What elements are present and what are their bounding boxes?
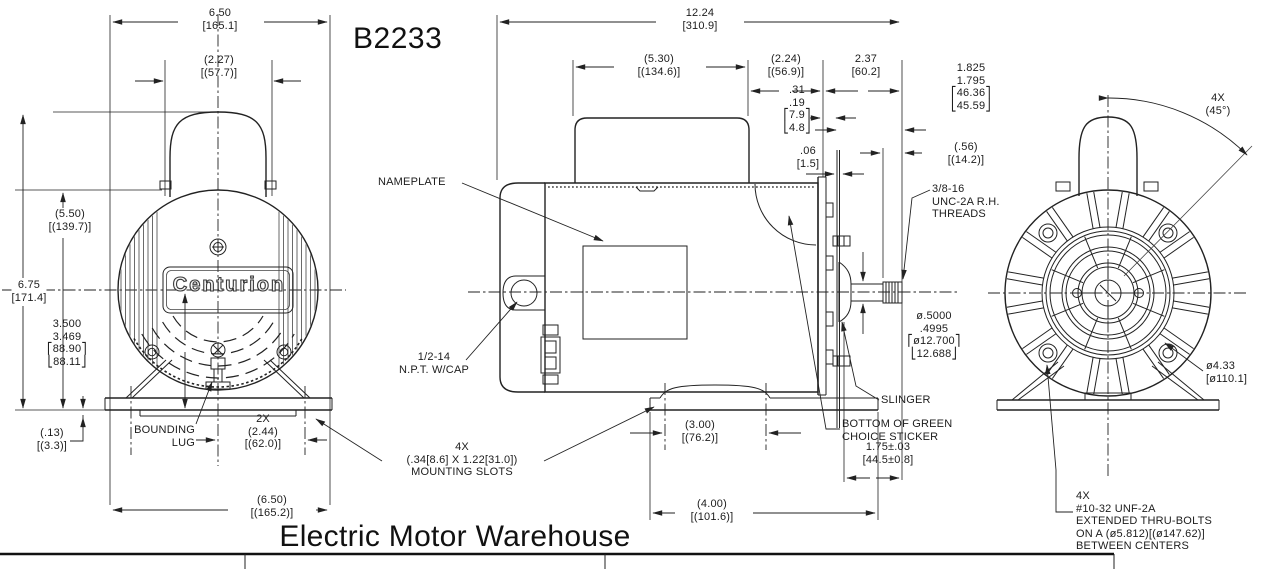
dim-side-shaft-len: 1.75±.03 [44.5±0.8] [862,441,914,466]
dim-side-sticker-gap: .06 [1.5] [796,145,820,170]
front-view-outline [2,14,346,466]
label-sticker-bottom: BOTTOM OF GREEN CHOICE STICKER [842,418,953,443]
dim-side-length-overall: 12.24 [310.9] [682,7,718,32]
dim-side-thread-len: (.56) [(14.2)] [947,141,985,166]
dim-side-plate: .31 .19 ⎡7.9⎤ ⎣4.8⎦ [783,84,811,134]
dim-front-height-overall: 6.75 [171.4] [11,279,47,304]
extension-lines [15,15,902,520]
dim-front-pad: (.13) [(3.3)] [36,427,68,452]
watermark: Electric Motor Warehouse [279,520,631,553]
dimension-lines [20,19,926,516]
drawing-number: B2233 [353,22,443,55]
label-nameplate: NAMEPLATE [378,176,446,188]
dim-side-body: (5.30) [(134.6)] [637,53,681,78]
label-npt: 1/2-14 N.P.T. W/CAP [398,351,470,376]
dim-side-shaft-dia: ø.5000 .4995 ⎡ø12.700⎤ ⎣12.688⎦ [907,310,961,360]
label-thru-bolts: 4X #10-32 UNF-2A EXTENDED THRU-BOLTS ON … [1076,490,1213,552]
table-grid [0,554,1114,569]
dim-rear-fan-dia: ø4.33 [ø110.1] [1206,360,1248,385]
label-mounting-slots: 4X (.34[8.6] X 1.22[31.0]) MOUNTING SLOT… [406,441,518,478]
dim-side-rear: (2.24) [(56.9)] [767,53,805,78]
label-bounding-lug: BOUNDING LUG [134,424,195,449]
leader-lines [70,183,1203,512]
label-threads: 3/8-16 UNC-2A R.H. THREADS [932,183,1000,220]
dim-front-cap-width: (2.27) [(57.7)] [200,54,238,79]
dim-side-foot-slot: (3.00) [(76.2)] [681,419,719,444]
centurion-logo: Centurion [172,274,286,296]
dim-front-width-top: 6.50 [165.1] [202,7,238,32]
dim-side-base-len: (4.00) [(101.6)] [690,498,734,523]
dim-front-base-width: (6.50) [(165.2)] [250,494,294,519]
dim-rear-angle: 4X (45°) [1205,92,1231,117]
label-slinger: SLINGER [881,394,931,406]
rear-fan-ribs [1007,192,1209,394]
dim-front-shaft-height: 3.500 3.469 ⎡88.90⎤ ⎣88.11⎦ [47,318,87,368]
dim-side-shaft-total: 2.37 [60.2] [851,53,881,78]
dim-side-shaft-ext: 1.825 1.795 ⎡46.36⎤ ⎣45.59⎦ [951,62,991,112]
dim-front-slot-pitch: 2X (2.44) [(62.0)] [244,413,282,450]
side-view-outline [468,118,960,428]
dim-front-height-center: (5.50) [(139.7)] [48,208,92,233]
rear-view-outline [988,95,1252,478]
